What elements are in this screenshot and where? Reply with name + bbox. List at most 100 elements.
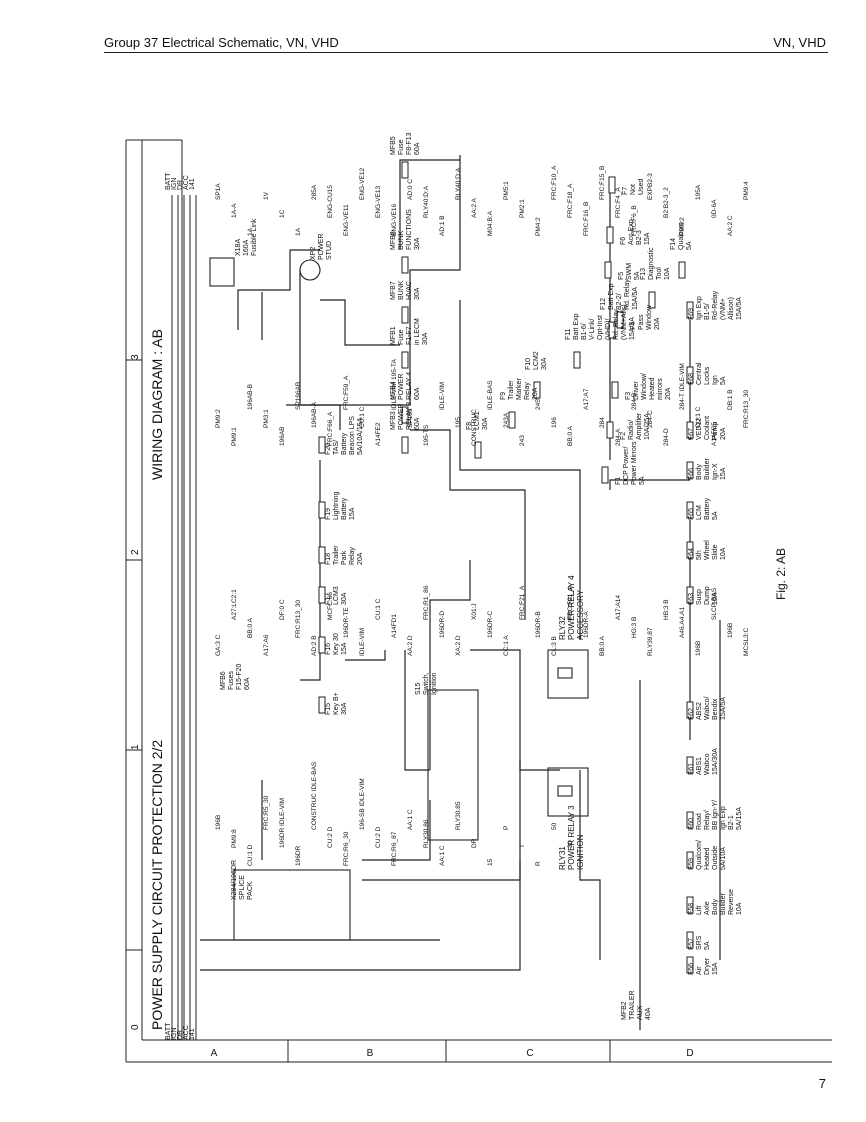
fuse-mfb6-label: Fuses xyxy=(228,670,235,690)
MFB3-symbol xyxy=(401,436,409,454)
fuse-f13-label: F13 xyxy=(640,268,647,280)
wire-label: 196B xyxy=(215,815,222,830)
fuse-f57-label: F57 xyxy=(688,938,695,950)
fuse-f65-label: F65 xyxy=(688,508,695,520)
fuse-f8-label: F8 xyxy=(466,422,473,430)
wire-label: PM3:1 xyxy=(263,409,270,428)
fuse-f15-label: Key B+ xyxy=(333,692,340,715)
wire-label: AD:1 B xyxy=(439,215,446,236)
fuse-f16-label: F16 xyxy=(325,643,332,655)
fusible-link-label: Fusible Link xyxy=(251,218,258,256)
rail-label: IGN xyxy=(171,178,178,190)
fuse-f61-label: F61 xyxy=(688,763,695,775)
zone-label: 2 xyxy=(130,549,141,555)
wire-label: AD:0 C xyxy=(407,179,414,200)
fuse-f58-label: Axle xyxy=(704,901,711,915)
fuse-f7-label: Used xyxy=(638,179,645,195)
fuse-f19-label: 15A xyxy=(349,507,356,520)
fuse-f4-label: F4 xyxy=(630,322,637,330)
fuse-f60-label: 5A/15A xyxy=(736,807,743,830)
fuse-f8-label: 30A xyxy=(482,417,489,430)
relay-symbols xyxy=(209,257,589,941)
wire-label: 196AB-B xyxy=(247,384,254,410)
F17-symbol xyxy=(318,586,326,604)
wire-label: RLY40:D:A xyxy=(423,185,430,218)
fuse-mfb7-label: BUNK xyxy=(398,280,405,300)
schematic-labels: POWER SUPPLY CIRCUIT PROTECTION 2/2WIRIN… xyxy=(149,132,788,1040)
wire-label: SP1A xyxy=(215,183,222,200)
wire-label: PM5:1 xyxy=(503,181,510,200)
wire-label: CU:1 C xyxy=(359,406,366,428)
F13-symbol xyxy=(648,291,656,309)
fuse-f66-label: Ign-X xyxy=(712,463,719,480)
F11-symbol xyxy=(573,351,581,369)
fuse-mfb5-label: F8-F13 xyxy=(406,132,413,155)
fuse-f60-label: BB Ign-Y/ xyxy=(712,800,719,830)
F6-symbol xyxy=(606,226,614,244)
fuse-f14-label: F14 xyxy=(670,238,677,250)
fuse-mfb4-label: MFB4 xyxy=(390,381,397,400)
fuse-f9-label: Relay xyxy=(524,382,531,400)
fuse-mfb1-label: F1-F7 xyxy=(406,326,413,345)
wire-label: 196B xyxy=(727,623,734,638)
fuse-f5-label: F5 xyxy=(618,272,625,280)
fuse-f11-label: V-Link/ xyxy=(589,319,596,340)
wire-label: MCSL3:C xyxy=(743,628,750,656)
fuse-f3-label: Driver xyxy=(633,381,640,400)
fuse-f20-label: TAS/ xyxy=(333,440,340,455)
fuse-f56-label: Dryer xyxy=(704,957,711,975)
rail-label: BATT xyxy=(165,1022,172,1040)
wire-label: 196B xyxy=(695,641,702,656)
fuse-f11-label: Rd. Relay xyxy=(613,309,620,340)
F4-symbol xyxy=(616,311,624,329)
fuse-mfb1-label: in LECM xyxy=(414,318,421,345)
wire-label: SLCP-BAS xyxy=(711,587,718,620)
MFB7-symbol xyxy=(401,306,409,324)
zone-label: 1 xyxy=(130,744,141,750)
wires xyxy=(200,155,721,1030)
wire-label: 196DR-B xyxy=(535,611,542,638)
wire-label: FRC:R5_30 xyxy=(263,795,270,830)
wire-label: PM9:1 xyxy=(231,427,238,446)
F62-symbol xyxy=(686,701,694,719)
wire-label: PM4:2 xyxy=(535,217,542,236)
fuse-f66-label: Body xyxy=(696,464,703,480)
figure-label: Fig. 2: AB xyxy=(774,548,788,600)
fuse-f20-label: F20 xyxy=(325,443,332,455)
wire-label: CU:2 D xyxy=(375,826,382,848)
wire-label: FRC:R6_30 xyxy=(343,831,350,866)
fuse-f12-label: Batt Exp xyxy=(608,283,615,310)
fuse-mfb1-label: 30A xyxy=(422,332,429,345)
fuse-f3-label: Heated xyxy=(649,377,656,400)
fuse-f18-label: Park xyxy=(341,550,348,565)
wire-label: DB:1 B xyxy=(727,389,734,410)
switch-s15-label: Switch, xyxy=(423,672,430,695)
fuse-f60-label: Ign Exp xyxy=(720,806,727,830)
row-label: C xyxy=(526,1048,533,1059)
fuse-f18-label: Trailer xyxy=(333,545,340,565)
wire-label: 195-TS xyxy=(423,424,430,446)
wire-label: 1V xyxy=(263,191,270,200)
splice-pack-label: PACK xyxy=(247,881,254,900)
fuse-f57-label: 5A xyxy=(704,941,711,950)
power-stud-label: STUD xyxy=(326,241,333,260)
wire-label: 196-SB IDLE-VIM xyxy=(359,778,366,830)
zone-label: 0 xyxy=(130,1024,141,1030)
fuse-f58-label: 10A xyxy=(736,902,743,915)
fuse-f64-label: 10A xyxy=(720,547,727,560)
wire-label: PM9:8 xyxy=(231,829,238,848)
wire-label: FRC:R1_86 xyxy=(423,585,430,620)
relay-rly32-label: RLY32 xyxy=(558,616,567,640)
wire-label: AA:1 C xyxy=(439,845,446,866)
fuse-mfb8-label: MFB8 xyxy=(390,231,397,250)
fuse-mfb3-label: 60A xyxy=(414,417,421,430)
wire-label: FRC:R13_30 xyxy=(295,600,302,638)
fuse-f15-label: F15 xyxy=(325,703,332,715)
power-stud-label: POWER xyxy=(318,234,325,260)
fusible-link-label: 160A xyxy=(243,239,250,256)
fuse-f64-label: F64 xyxy=(688,548,695,560)
fuse-f11-label: 15A/5A xyxy=(629,317,636,340)
wire-label: CU:1 D xyxy=(247,844,254,866)
fuse-f14-label: Qualcom xyxy=(678,222,685,250)
